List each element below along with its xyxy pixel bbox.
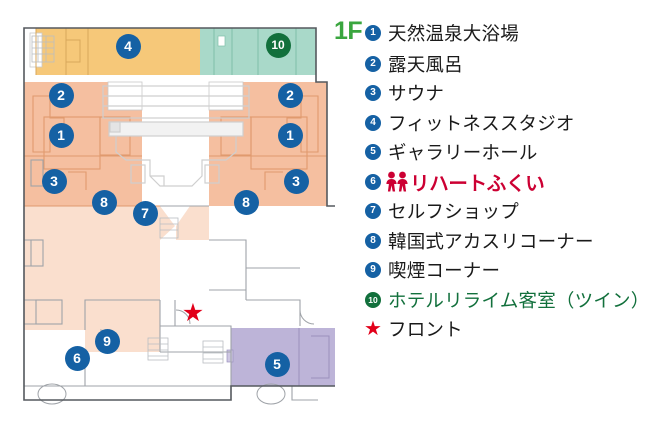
legend-badge-5[interactable]: 5	[365, 144, 381, 161]
legend-label-6: リハートふくい	[410, 172, 545, 196]
legend-badge-9[interactable]: 9	[365, 262, 381, 279]
legend-panel: 1F 1 天然温泉大浴場 2 露天風呂 3 サウナ 4 フィットネススタジオ 5…	[334, 16, 670, 436]
legend-label-5: ギャラリーホール	[388, 143, 538, 165]
legend-row-9: 9 喫煙コーナー	[335, 256, 670, 286]
star-icon: ★	[364, 318, 382, 341]
map-front-star-icon[interactable]: ★	[181, 298, 205, 327]
riheart-fukui-logo[interactable]: リハートふくい	[385, 170, 545, 196]
zone-hotel-rooms	[200, 28, 316, 75]
floor-plan-svg	[23, 27, 335, 405]
map-marker-8-left[interactable]: 8	[91, 189, 117, 215]
legend-row-6: 6 リハートふくい	[335, 167, 670, 197]
legend-row-4: 4 フィットネススタジオ	[335, 108, 670, 138]
map-marker-7[interactable]: 7	[132, 200, 158, 226]
central-atrium	[102, 85, 250, 187]
zone-fitness-studio	[29, 28, 200, 75]
map-marker-1-left[interactable]: 1	[48, 122, 74, 148]
legend-row-5: 5 ギャラリーホール	[335, 138, 670, 168]
floor-label: 1F	[334, 17, 363, 45]
map-marker-3-left[interactable]: 3	[41, 168, 67, 194]
legend-badge-3[interactable]: 3	[365, 85, 381, 102]
legend-label-4: フィットネススタジオ	[388, 113, 575, 135]
legend-label-8: 韓国式アカスリコーナー	[388, 231, 594, 253]
legend-badge-4[interactable]: 4	[365, 114, 381, 131]
map-marker-1-right[interactable]: 1	[277, 122, 303, 148]
map-marker-2-left[interactable]: 2	[48, 82, 74, 108]
legend-row-2: 2 露天風呂	[335, 49, 670, 79]
map-marker-6[interactable]: 6	[64, 345, 90, 371]
legend-label-9: 喫煙コーナー	[388, 261, 501, 283]
map-marker-8-right[interactable]: 8	[233, 189, 259, 215]
legend-row-1: 1F 1 天然温泉大浴場	[334, 16, 670, 49]
map-marker-2-right[interactable]: 2	[277, 82, 303, 108]
legend-row-8: 8 韓国式アカスリコーナー	[335, 226, 670, 256]
floor-plan-map[interactable]: 4 10 2 2 1 1 3 3 8 8 7 9 6 5 ★	[0, 0, 335, 436]
map-marker-9[interactable]: 9	[94, 328, 120, 354]
map-marker-3-right[interactable]: 3	[283, 168, 309, 194]
legend-row-3: 3 サウナ	[335, 79, 670, 109]
legend-row-7: 7 セルフショップ	[335, 197, 670, 227]
legend-badge-8[interactable]: 8	[365, 232, 381, 249]
legend-label-front: フロント	[388, 320, 463, 342]
legend-badge-10[interactable]: 10	[365, 291, 381, 308]
legend-badge-2[interactable]: 2	[365, 55, 381, 72]
legend-label-2: 露天風呂	[388, 54, 463, 76]
legend-badge-7[interactable]: 7	[365, 203, 381, 220]
map-marker-4[interactable]: 4	[115, 33, 141, 59]
legend-label-3: サウナ	[388, 84, 445, 106]
two-people-icon	[386, 171, 408, 192]
stair-glyphs	[31, 35, 224, 364]
legend-label-1: 天然温泉大浴場	[388, 23, 519, 45]
legend-badge-1[interactable]: 1	[365, 24, 381, 41]
zone-lobby-light	[24, 205, 209, 352]
legend-row-10: 10 ホテルリライム客室（ツイン）	[335, 285, 670, 315]
map-marker-10[interactable]: 10	[265, 32, 291, 58]
map-marker-5[interactable]: 5	[264, 351, 290, 377]
legend-badge-6[interactable]: 6	[365, 173, 381, 190]
zone-bath-right	[208, 81, 327, 206]
building-outline	[23, 27, 335, 401]
zone-bath-left	[24, 81, 143, 206]
legend-label-7: セルフショップ	[388, 202, 519, 224]
legend-row-front: ★ フロント	[335, 315, 670, 345]
legend-label-10: ホテルリライム客室（ツイン）	[388, 290, 650, 312]
